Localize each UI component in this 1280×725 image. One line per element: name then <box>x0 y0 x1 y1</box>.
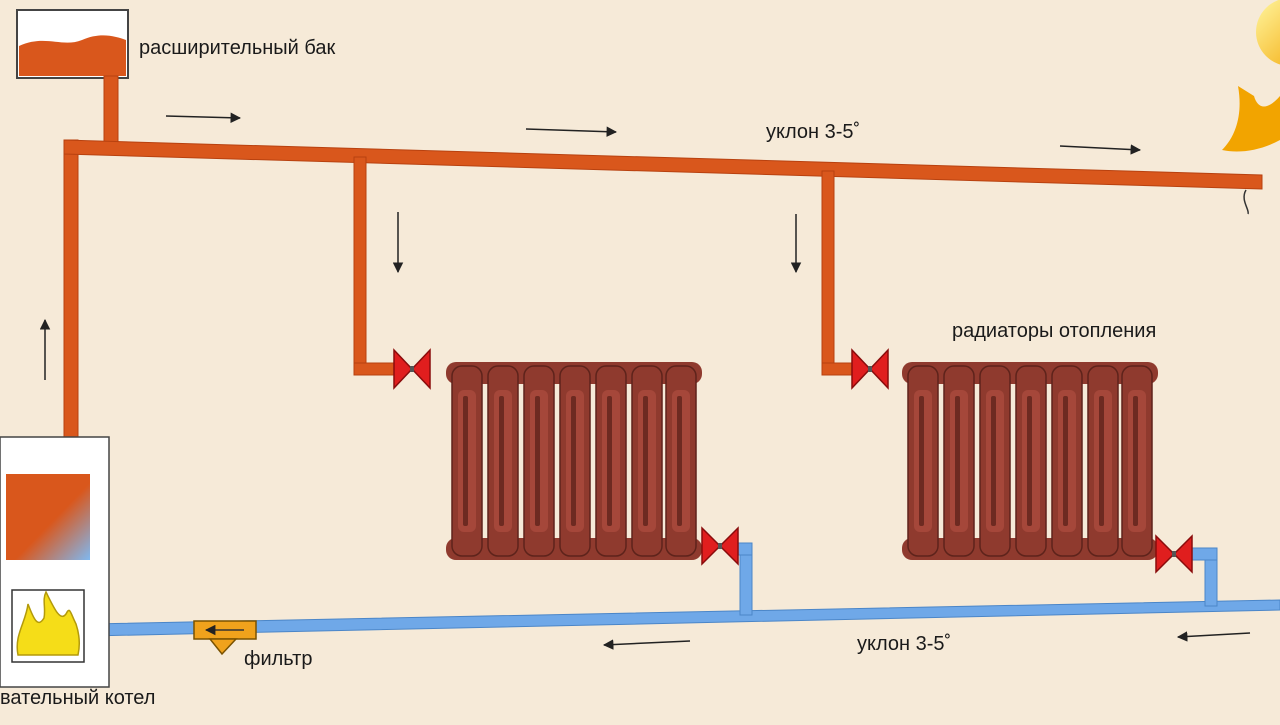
slope-label-bottom: уклон 3-5˚ <box>857 633 952 655</box>
slope-label-top: уклон 3-5˚ <box>766 121 861 143</box>
valve-icon <box>1155 534 1193 574</box>
radiator-2 <box>902 362 1158 560</box>
expansion-tank-label: расширительный бак <box>139 37 336 59</box>
boiler <box>0 436 110 688</box>
radiators-label: радиаторы отопления <box>952 320 1157 342</box>
tank-icon <box>19 35 126 76</box>
flow-arrows <box>39 112 1251 650</box>
valve-icon <box>701 526 739 566</box>
valve-icon <box>851 348 889 390</box>
boiler-label: вательный котел <box>0 687 156 709</box>
boiler-icon <box>6 474 90 560</box>
expansion-tank <box>16 9 129 79</box>
supply-pipes <box>63 75 1263 463</box>
valve-icon <box>393 348 431 390</box>
flame-icon <box>16 590 81 656</box>
logo-icon <box>1222 0 1280 215</box>
filter-label: фильтр <box>244 648 313 670</box>
filter-icon <box>193 620 257 656</box>
radiator-1 <box>446 362 702 560</box>
